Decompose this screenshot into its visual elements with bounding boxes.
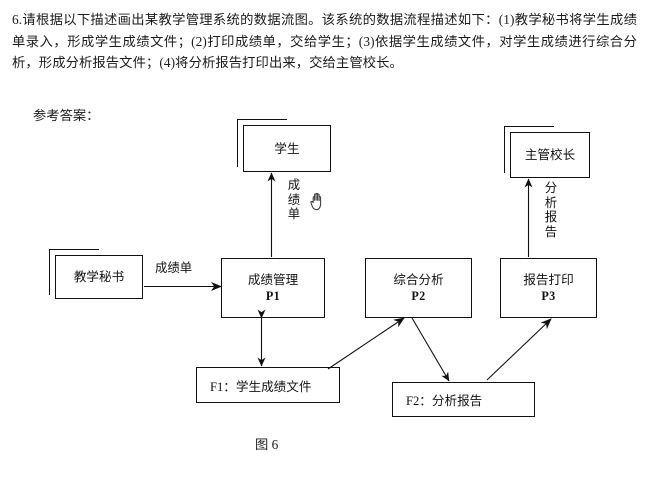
flow-f2-to-p3 xyxy=(486,318,552,381)
process-p2-id: P2 xyxy=(411,289,426,303)
process-p3-id: P3 xyxy=(541,289,556,303)
process-p3-label: 报告打印 xyxy=(523,273,574,287)
store-f1[interactable]: F1：学生成绩文件 xyxy=(196,367,340,403)
process-p3[interactable]: 报告打印 P3 xyxy=(500,258,597,318)
flow-label-p1-to-student: 成绩单 xyxy=(287,178,301,221)
store-f2[interactable]: F2：分析报告 xyxy=(392,382,535,417)
process-p2[interactable]: 综合分析 P2 xyxy=(365,258,472,318)
process-p1[interactable]: 成绩管理 P1 xyxy=(221,258,325,318)
entity-student[interactable]: 学生 xyxy=(243,125,331,172)
store-f2-label: F2：分析报告 xyxy=(406,394,483,408)
entity-student-label: 学生 xyxy=(274,141,300,156)
entity-principal[interactable]: 主管校长 xyxy=(510,132,590,178)
store-f1-label: F1：学生成绩文件 xyxy=(210,379,312,394)
reference-answer-label: 参考答案： xyxy=(33,108,100,123)
process-p1-id: P1 xyxy=(265,289,281,303)
entity-secretary[interactable]: 教学秘书 xyxy=(55,255,143,299)
figure-caption: 图 6 xyxy=(255,437,279,452)
flow-label-secretary-to-p1: 成绩单 xyxy=(155,261,193,275)
flow-label-p3-to-principal: 分析报告 xyxy=(544,181,558,239)
grab-hand-cursor xyxy=(310,192,322,211)
question-paragraph: 6.请根据以下描述画出某教学管理系统的数据流图。该系统的数据流程描述如下：(1)… xyxy=(12,12,637,70)
flow-f1-to-p2 xyxy=(327,317,405,370)
entity-secretary-label: 教学秘书 xyxy=(73,270,125,284)
flow-p2-to-f2 xyxy=(411,317,450,382)
process-p1-label: 成绩管理 xyxy=(247,273,299,287)
entity-principal-label: 主管校长 xyxy=(524,148,576,162)
process-p2-label: 综合分析 xyxy=(393,273,444,287)
